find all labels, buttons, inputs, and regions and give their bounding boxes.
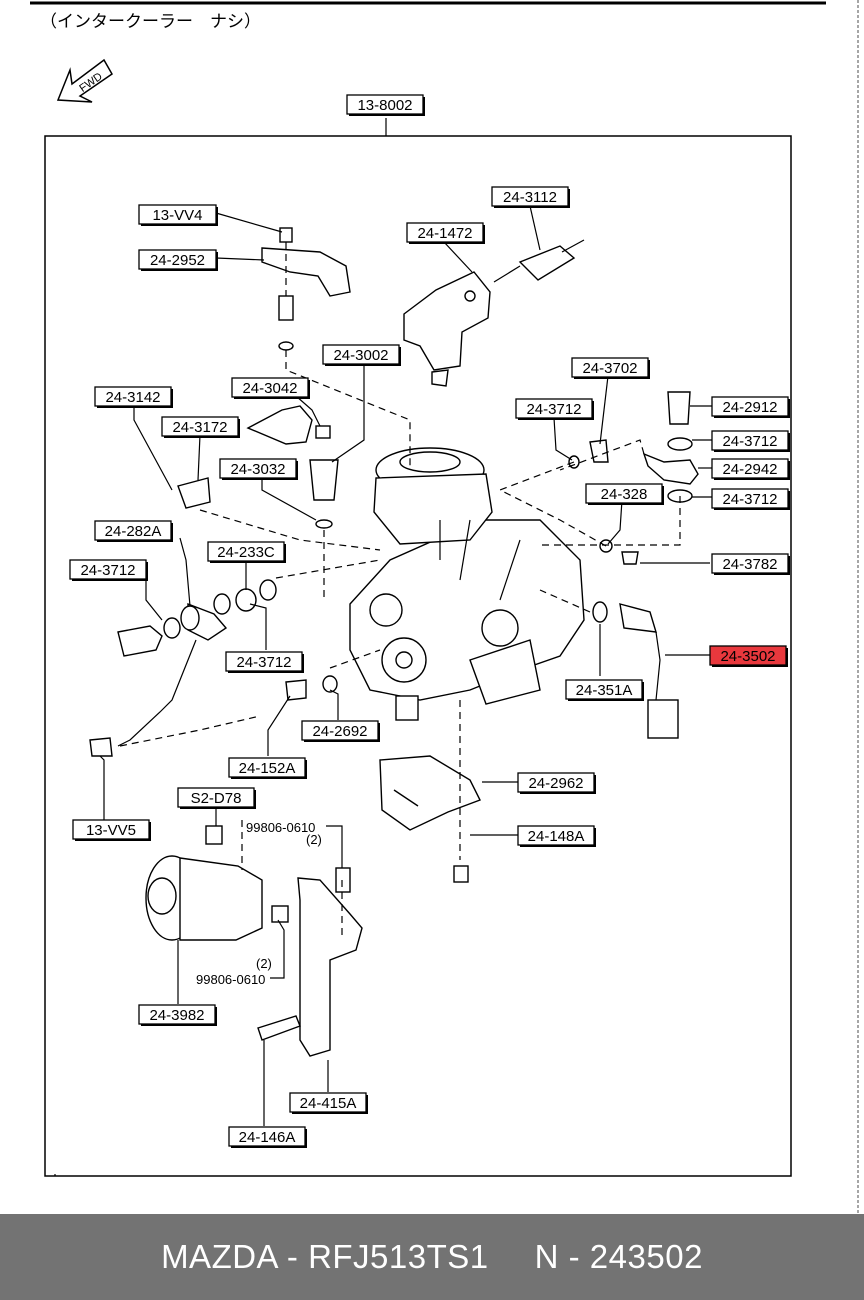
part-label-text: 24-3982 <box>149 1007 204 1024</box>
bracket-part <box>261 227 351 351</box>
part-label-text: 24-2692 <box>312 723 367 740</box>
part-label-text: 24-3712 <box>722 491 777 508</box>
bolt-qty-bottom: (2) <box>256 956 272 971</box>
lower-bracket-part <box>257 867 363 1057</box>
part-label-text: 13-VV4 <box>152 207 202 224</box>
left-fittings <box>89 477 338 757</box>
injection-pump-body <box>349 447 585 721</box>
part-label-24-3782: 24-3782 <box>711 553 790 575</box>
part-label-text: 24-1472 <box>417 225 472 242</box>
part-label-text: 24-415A <box>300 1095 357 1112</box>
part-label-text: 24-233C <box>217 544 275 561</box>
part-label-24-3702: 24-3702 <box>571 357 650 379</box>
part-label-24-3112: 24-3112 <box>491 186 570 208</box>
part-labels: 13-8002 13-VV4 24-2952 24-1472 24-3112 24-300… <box>69 94 790 1148</box>
part-label-text: 24-146A <box>239 1129 296 1146</box>
part-label-24-146a: 24-146A <box>228 1126 307 1148</box>
bolt-qty-top: (2) <box>306 832 322 847</box>
part-label-text: 24-3112 <box>503 189 557 206</box>
part-label-24-328: 24-328 <box>585 483 664 505</box>
part-label-13-vv5: 13-VV5 <box>72 819 151 841</box>
part-label-text: 24-3712 <box>236 654 291 671</box>
part-label-text: 24-3032 <box>230 461 285 478</box>
part-label-text: 13-8002 <box>357 97 412 114</box>
parts-diagram: （インタークーラー ナシ） FWD <box>30 0 859 1214</box>
part-label-24-3142: 24-3142 <box>94 386 173 408</box>
fwd-arrow-icon: FWD <box>56 58 113 103</box>
part-label-24-3712-b: 24-3712 <box>711 430 790 452</box>
part-label-text: 24-148A <box>528 828 585 845</box>
footer-part-number: N - 243502 <box>534 1238 703 1275</box>
part-label-24-351a: 24-351A <box>565 679 644 701</box>
part-label-24-415a: 24-415A <box>289 1092 368 1114</box>
part-label-24-2952: 24-2952 <box>138 249 218 271</box>
part-label-24-3042: 24-3042 <box>231 377 310 399</box>
part-label-text: 24-152A <box>239 760 296 777</box>
bolt-part-top: 99806-0610 <box>246 820 315 835</box>
part-label-24-2942: 24-2942 <box>711 458 790 480</box>
part-label-text: 24-282A <box>105 523 162 540</box>
part-label-24-2692: 24-2692 <box>301 720 380 742</box>
sensor-part <box>493 239 585 283</box>
part-label-24-1472: 24-1472 <box>406 222 485 244</box>
part-label-24-282a: 24-282A <box>94 520 173 542</box>
bolt-part-bottom: 99806-0610 <box>196 972 265 987</box>
part-label-24-3712-c: 24-3712 <box>711 488 790 510</box>
assembly-frame <box>44 135 792 1177</box>
part-label-text: 24-328 <box>601 486 648 503</box>
part-label-text: 24-2952 <box>150 252 205 269</box>
actuator-part <box>145 825 289 941</box>
part-label-24-148a: 24-148A <box>517 825 596 847</box>
part-label-24-233c: 24-233C <box>207 541 286 563</box>
part-label-13-8002: 13-8002 <box>346 94 425 116</box>
leader-lines <box>99 205 712 1126</box>
stay-part <box>379 755 481 883</box>
switch-part <box>246 405 339 529</box>
part-label-text: 24-3782 <box>722 556 777 573</box>
part-label-text: 24-2962 <box>528 775 583 792</box>
part-label-text: 24-3142 <box>105 389 160 406</box>
footer-brand-part: MAZDA - RFJ513TS1 <box>161 1238 489 1275</box>
part-label-24-3002: 24-3002 <box>322 344 401 366</box>
part-label-24-3032: 24-3032 <box>219 458 298 480</box>
part-label-s2-d78: S2-D78 <box>177 787 256 809</box>
part-label-24-3982: 24-3982 <box>138 1004 217 1026</box>
part-label-text: 24-3712 <box>80 562 135 579</box>
part-label-text: 24-351A <box>576 682 633 699</box>
part-label-24-2962: 24-2962 <box>517 772 596 794</box>
part-label-24-3502: 24-3502 <box>709 645 788 667</box>
part-label-text: S2-D78 <box>191 790 242 807</box>
part-label-text: 24-3712 <box>722 433 777 450</box>
part-label-text: 24-3172 <box>172 419 227 436</box>
part-label-text: 24-3702 <box>582 360 637 377</box>
guide-lines <box>119 350 681 940</box>
part-label-text: 13-VV5 <box>86 822 136 839</box>
part-label-text: 24-3502 <box>720 648 775 665</box>
header-note: （インタークーラー ナシ） <box>40 12 261 31</box>
part-label-text: 24-2942 <box>722 461 777 478</box>
part-label-text: 24-3712 <box>526 401 581 418</box>
part-label-text: 24-3002 <box>333 347 388 364</box>
part-label-24-3712-a: 24-3712 <box>515 398 594 420</box>
part-label-text: 24-3042 <box>242 380 297 397</box>
part-label-24-152a: 24-152A <box>228 757 307 779</box>
part-label-text: 24-2912 <box>722 399 777 416</box>
part-label-24-3712-d: 24-3712 <box>69 559 148 581</box>
part-label-24-3172: 24-3172 <box>161 416 240 438</box>
part-label-24-3712-e: 24-3712 <box>225 651 304 673</box>
throttle-bracket-part <box>403 271 491 387</box>
footer-bar: MAZDA - RFJ513TS1 N - 243502 <box>0 1214 864 1300</box>
part-label-24-2912: 24-2912 <box>711 396 790 418</box>
part-label-13-vv4: 13-VV4 <box>138 204 218 226</box>
